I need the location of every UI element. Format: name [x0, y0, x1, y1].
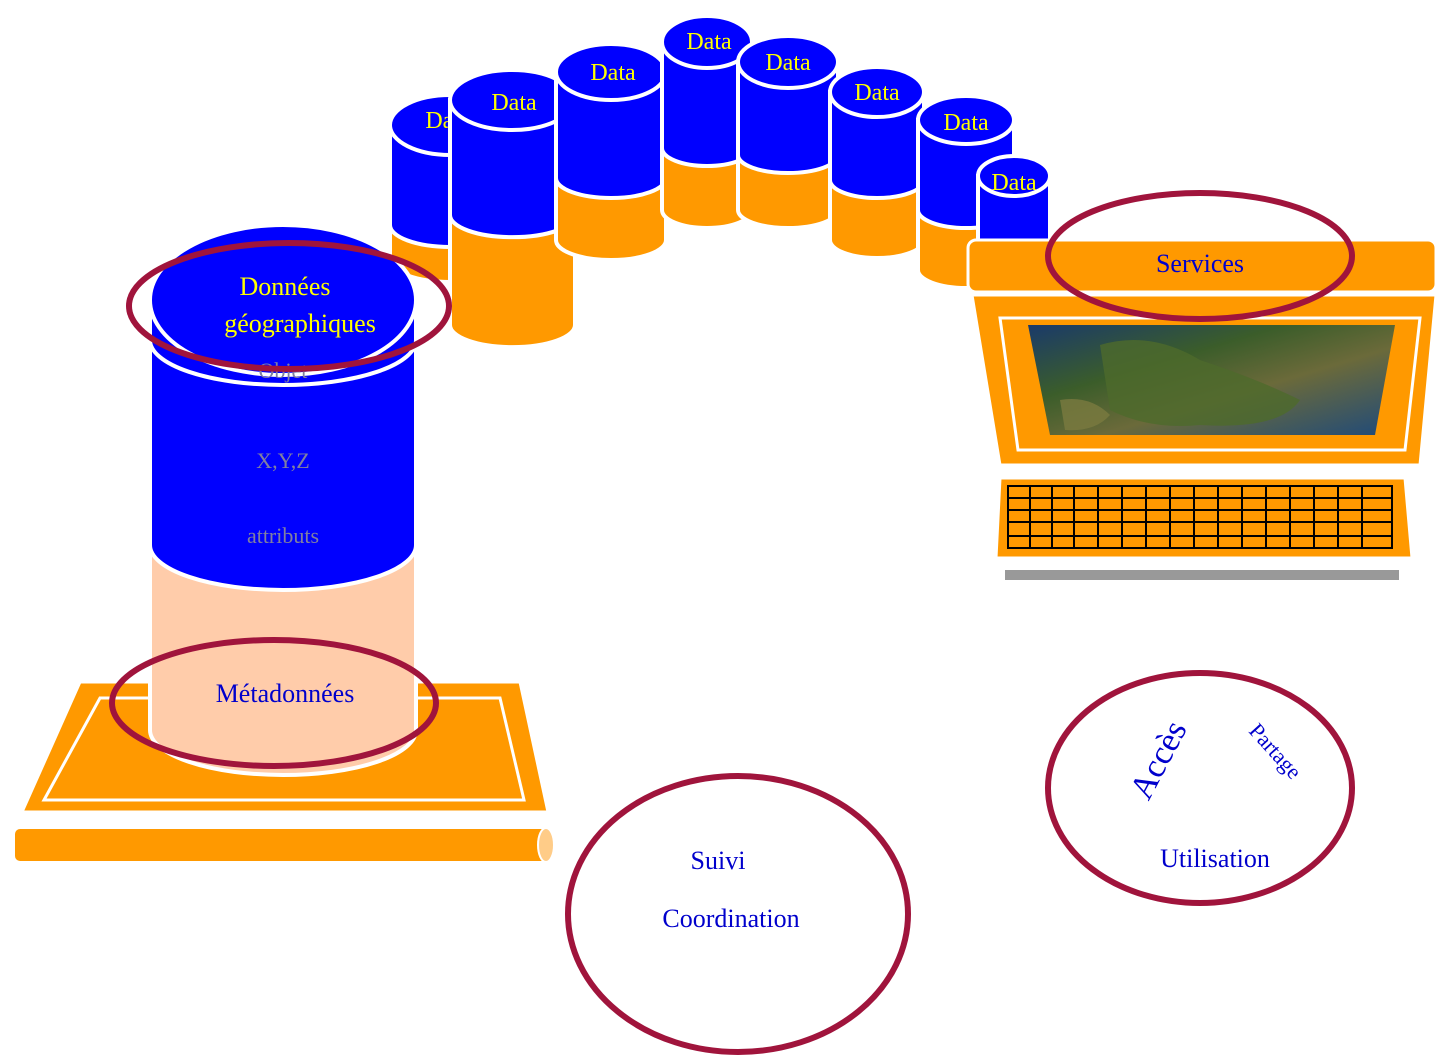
data-cylinder: Data	[736, 34, 840, 230]
usage-circle: Accès Partage Utilisation	[1123, 715, 1307, 873]
keyboard	[1007, 485, 1393, 549]
data-cylinder-label: Data	[991, 170, 1037, 196]
main-cylinder-title-line2: géographiques	[224, 309, 376, 338]
suivi-label: Suivi	[691, 846, 746, 875]
data-cylinder: Data	[660, 14, 754, 230]
data-cylinder-label: Data	[854, 80, 900, 106]
data-cylinder: Data	[828, 65, 926, 260]
highlight-ovals	[109, 190, 1355, 1055]
coordination-circle: Suivi Coordination	[662, 846, 799, 933]
field-xyz: X,Y,Z	[256, 448, 309, 473]
coordination-label: Coordination	[662, 904, 799, 933]
data-cylinder-label: Data	[590, 60, 636, 86]
data-cylinder-label: Data	[943, 110, 989, 136]
oval-services	[1045, 190, 1355, 322]
acces-label: Accès	[1123, 715, 1195, 806]
data-cylinder-label: Data	[765, 50, 811, 76]
oval-donnees	[126, 240, 452, 372]
partage-label: Partage	[1244, 718, 1307, 784]
data-cylinder-label: Data	[686, 29, 732, 55]
field-attributs: attributs	[247, 523, 319, 548]
computer: Services	[966, 238, 1438, 580]
main-cylinder: Données géographiques Objet X,Y,Z attrib…	[148, 223, 418, 777]
main-cylinder-title-line1: Données	[240, 272, 331, 301]
data-cylinder: Data	[554, 42, 668, 262]
oval-coordination	[565, 773, 911, 1055]
services-label: Services	[1156, 249, 1244, 278]
data-cylinder-group: Data Data Data Data Data	[388, 14, 1052, 350]
oval-utilisation	[1045, 670, 1355, 906]
oval-metadonnees	[109, 637, 439, 769]
data-cylinder: Data	[448, 68, 577, 350]
utilisation-label: Utilisation	[1160, 844, 1270, 873]
data-cylinder-label: Data	[491, 90, 537, 116]
metadata-label: Métadonnées	[216, 679, 355, 708]
